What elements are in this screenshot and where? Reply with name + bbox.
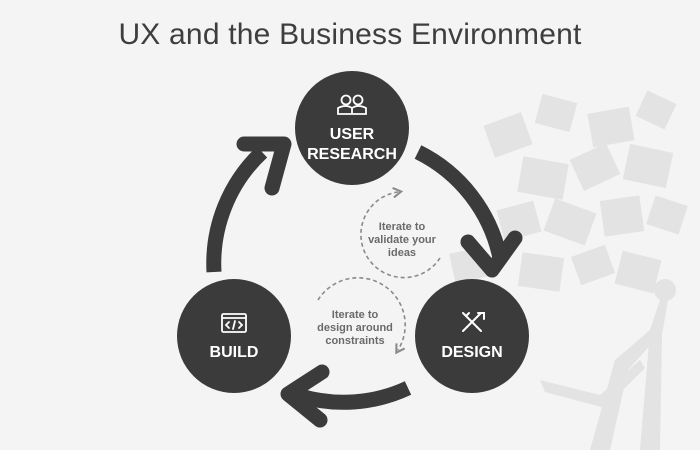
loop-design-constraints: Iterate to design around constraints xyxy=(317,277,406,355)
loop-constraints-line3: constraints xyxy=(325,335,384,347)
node-research-line2: RESEARCH xyxy=(307,146,397,163)
pencil-ruler-icon xyxy=(462,312,485,332)
code-window-icon xyxy=(221,313,247,333)
loop-validate-ideas: Iterate to validate your ideas xyxy=(360,186,441,279)
loop-validate-line1: Iterate to xyxy=(379,221,426,233)
page-title: UX and the Business Environment xyxy=(118,18,582,51)
node-design: DESIGN xyxy=(415,279,529,393)
node-build-label: BUILD xyxy=(210,344,259,361)
node-build: BUILD xyxy=(177,279,291,393)
node-design-label: DESIGN xyxy=(441,344,502,361)
arrow-design-to-build xyxy=(280,364,412,428)
people-icon xyxy=(337,94,367,115)
loop-constraints-line2: design around xyxy=(317,322,393,334)
loop-validate-line2: validate your xyxy=(368,234,437,246)
loop-validate-line3: ideas xyxy=(388,247,416,259)
node-user-research: USER RESEARCH xyxy=(295,71,409,185)
arrow-research-to-design xyxy=(414,145,523,278)
watermark-tree xyxy=(449,90,688,450)
arrow-build-to-research xyxy=(206,136,292,273)
node-research-line1: USER xyxy=(330,126,375,143)
loop-constraints-line1: Iterate to xyxy=(332,309,379,321)
